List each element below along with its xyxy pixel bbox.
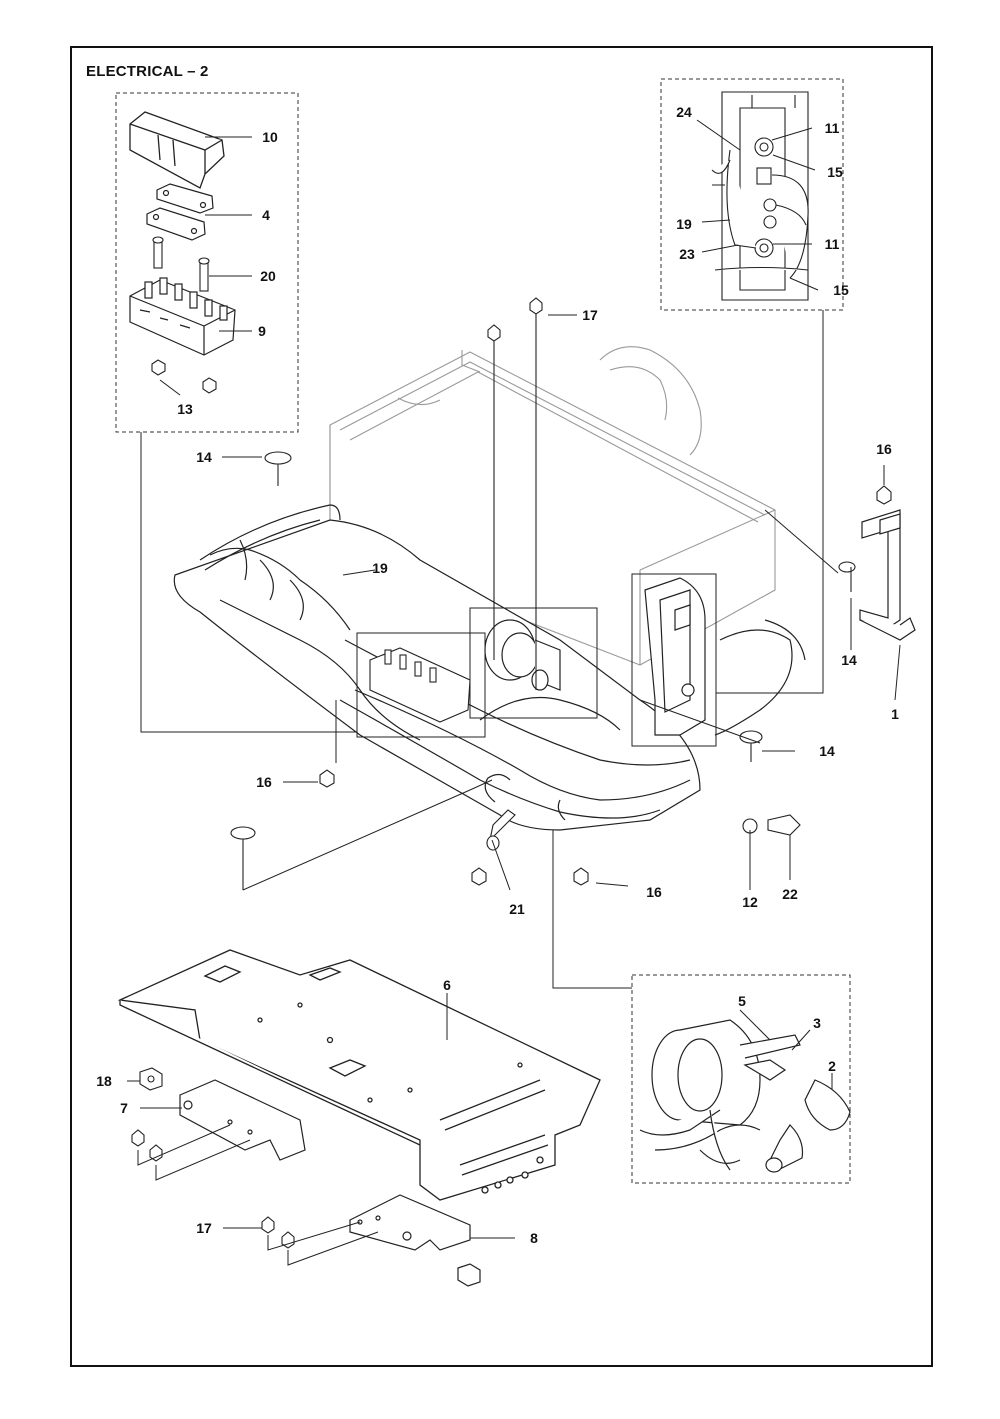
fuse-box-detail-frame: [115, 92, 299, 433]
callout-14-left: 14: [196, 449, 212, 465]
callout-15-bottom: 15: [833, 282, 849, 298]
callout-23: 23: [679, 246, 695, 262]
callout-5: 5: [738, 993, 746, 1009]
solenoid-location-frame: [469, 607, 598, 719]
fuse-screws: [152, 236, 210, 292]
callout-11-bottom: 11: [824, 236, 840, 252]
solenoid-detail: [639, 1019, 851, 1173]
leaders-7: [127, 1080, 251, 1181]
main-solenoid: [484, 619, 561, 691]
main-relay-bracket: [644, 577, 706, 736]
callout-19-main: 19: [372, 560, 388, 576]
bracket-8: [349, 1194, 481, 1287]
base-plate: [117, 949, 601, 1201]
fuse-nuts: [151, 359, 217, 394]
callout-10: 10: [262, 129, 278, 145]
solenoid-leaders: [739, 1009, 833, 1090]
fuse-strip: [146, 183, 214, 241]
callout-9: 9: [258, 323, 266, 339]
relay-panel: [711, 91, 809, 301]
callout-14-right: 14: [841, 652, 857, 668]
relay-leaders: [696, 119, 819, 291]
callout-16-right: 16: [876, 441, 892, 457]
callout-20: 20: [260, 268, 276, 284]
callout-4: 4: [262, 207, 270, 223]
main-fuse-holder: [369, 647, 471, 723]
bracket-7: [179, 1079, 306, 1161]
bolts-7: [131, 1129, 163, 1162]
callout-13: 13: [177, 401, 193, 417]
relay-detail-frame: [660, 78, 844, 311]
callout-12: 12: [742, 894, 758, 910]
main-leaders: [222, 314, 901, 891]
solenoid-detail-frame: [631, 974, 851, 1184]
callout-3: 3: [813, 1015, 821, 1031]
callout-19-relay: 19: [676, 216, 692, 232]
callout-15-top: 15: [827, 164, 843, 180]
clip-18: [139, 1067, 163, 1091]
callout-16-bottom: 16: [646, 884, 662, 900]
callout-11-top: 11: [824, 120, 840, 136]
callout-17-main: 17: [582, 307, 598, 323]
fuse-cover: [129, 111, 225, 189]
callout-8: 8: [530, 1230, 538, 1246]
leader-13: [159, 379, 181, 396]
callout-18: 18: [96, 1073, 112, 1089]
leaders-8: [223, 1221, 515, 1266]
callout-14-lower: 14: [819, 743, 835, 759]
callout-21: 21: [509, 901, 525, 917]
callout-17-bottom: 17: [196, 1220, 212, 1236]
callout-24: 24: [676, 104, 692, 120]
relay-location-frame: [631, 573, 717, 747]
fuse-location-frame: [356, 632, 486, 738]
bolts-8: [261, 1216, 295, 1249]
callout-1: 1: [891, 706, 899, 722]
page-frame: [70, 46, 933, 1367]
callout-22: 22: [782, 886, 798, 902]
callout-7: 7: [120, 1100, 128, 1116]
callout-2: 2: [828, 1058, 836, 1074]
bracket-1: [859, 509, 916, 641]
page-title: ELECTRICAL – 2: [86, 63, 209, 80]
fuse-holder: [129, 277, 236, 356]
callout-16-left: 16: [256, 774, 272, 790]
callout-6: 6: [443, 977, 451, 993]
